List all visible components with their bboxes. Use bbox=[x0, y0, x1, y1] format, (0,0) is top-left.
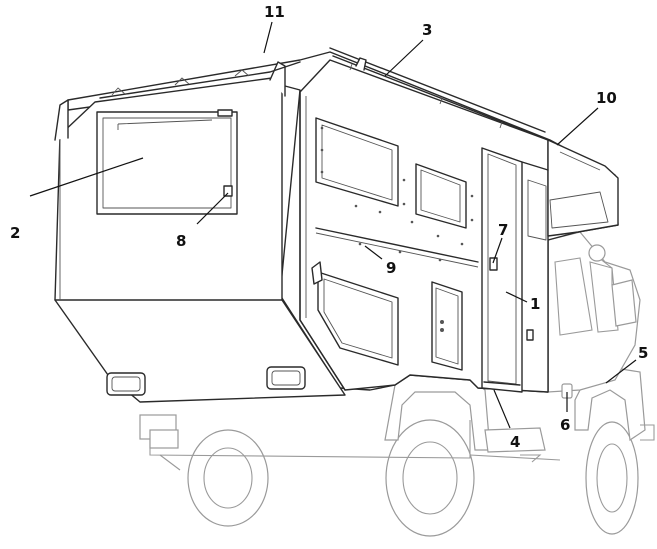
awning-rail bbox=[315, 227, 479, 263]
rear-right-wheel bbox=[385, 419, 475, 537]
leader-7 bbox=[492, 237, 503, 264]
leader-lines bbox=[29, 21, 637, 429]
rear-roof-rail bbox=[99, 61, 301, 99]
leader-8 bbox=[196, 192, 229, 225]
callout-8: 8 bbox=[176, 232, 186, 250]
door-lock bbox=[526, 329, 534, 341]
side-window-left bbox=[315, 117, 399, 207]
leader-5 bbox=[605, 359, 637, 384]
leader-3 bbox=[384, 39, 424, 77]
callout-7: 7 bbox=[498, 221, 508, 239]
rear-left-wheel bbox=[187, 429, 269, 527]
leader-2 bbox=[29, 157, 144, 197]
rear-window-frame bbox=[96, 111, 238, 215]
callout-9: 9 bbox=[386, 259, 396, 277]
side-mirror bbox=[611, 279, 637, 327]
callout-10: 10 bbox=[596, 89, 617, 107]
callout-1: 1 bbox=[530, 295, 540, 313]
leader-9 bbox=[364, 245, 383, 260]
callout-3: 3 bbox=[422, 21, 432, 39]
service-hatch bbox=[431, 281, 463, 371]
lower-side-window bbox=[317, 271, 399, 366]
rear-window-glass bbox=[102, 117, 232, 209]
window-latch bbox=[223, 185, 233, 197]
door-step bbox=[483, 381, 521, 386]
front-wheel bbox=[585, 421, 639, 535]
callout-5: 5 bbox=[638, 344, 648, 362]
rear-light-left bbox=[106, 372, 146, 396]
rear-wall bbox=[54, 77, 346, 403]
overcab bbox=[547, 139, 619, 237]
entry-door bbox=[481, 147, 523, 393]
callout-11: 11 bbox=[264, 3, 285, 21]
side-window-right bbox=[415, 163, 467, 229]
callout-4: 4 bbox=[510, 433, 520, 451]
camper-box bbox=[54, 47, 619, 403]
leader-1 bbox=[505, 291, 528, 303]
callout-labels: 1 2 3 4 5 6 7 8 9 10 11 bbox=[10, 3, 648, 451]
door-catch bbox=[489, 257, 498, 271]
leader-11 bbox=[263, 21, 273, 54]
callout-2: 2 bbox=[10, 224, 20, 242]
rear-light-right bbox=[266, 366, 306, 390]
leader-4 bbox=[493, 389, 511, 429]
callout-6: 6 bbox=[560, 416, 570, 434]
chassis bbox=[139, 231, 655, 537]
leader-10 bbox=[556, 107, 599, 146]
